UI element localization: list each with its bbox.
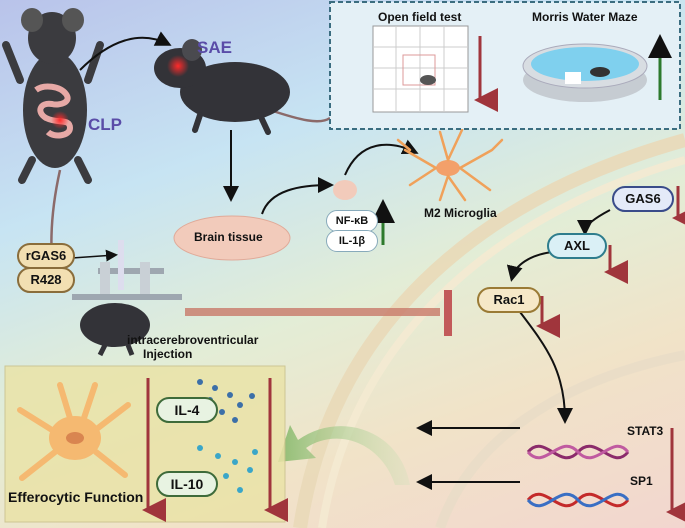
rac1-pill: Rac1: [477, 287, 541, 313]
gas6-pill: GAS6: [612, 186, 674, 212]
arrow-brain-to-microglia: [261, 177, 334, 215]
injection-label-line1: intracerebroventricular: [127, 333, 259, 347]
il4-pill: IL-4: [156, 397, 218, 423]
sp1-dna-icon: [526, 492, 630, 508]
clp-label: CLP: [88, 115, 122, 134]
arrow-axl-to-rac1: [506, 251, 553, 282]
arrow-rac1-to-dna: [519, 311, 573, 424]
sp1-label: SP1: [630, 474, 653, 488]
axl-pill: AXL: [547, 233, 607, 259]
sae-mouse-icon: [154, 39, 331, 135]
clp-mouse-icon: [2, 8, 104, 291]
arrow-gas6-to-axl: [577, 209, 611, 236]
arrow-drug-to-injection: [71, 249, 118, 262]
cell-membrane-inner: [318, 156, 685, 528]
injection-label-line2: Injection: [143, 347, 193, 361]
open-field-arena-icon: [372, 25, 469, 113]
m2-microglia-label: M2 Microglia: [424, 206, 497, 220]
il10-pill: IL-10: [156, 471, 218, 497]
open-field-title: Open field test: [378, 10, 462, 24]
m2-microglia-icon: [396, 128, 504, 202]
arrow-clp-to-sae: [79, 31, 172, 71]
efferocytic-function-label: Efferocytic Function: [8, 489, 144, 505]
efferocyte-icon: [17, 382, 131, 481]
brain-tissue-icon: [173, 215, 291, 261]
nucleus-membrane: [435, 350, 685, 528]
stereotaxic-injection-icon: [72, 240, 182, 357]
il1b-pill: IL-1β: [326, 230, 378, 252]
water-maze-title: Morris Water Maze: [532, 10, 638, 24]
water-maze-icon: [522, 43, 648, 102]
stat3-dna-icon: [526, 444, 630, 460]
stat3-label: STAT3: [627, 424, 664, 438]
r428-pill: R428: [17, 267, 75, 293]
rgas6-pill: rGAS6: [17, 243, 75, 269]
brain-tissue-label: Brain tissue: [194, 230, 263, 244]
sae-label: SAE: [197, 38, 232, 57]
curved-output-arrow: [278, 425, 410, 485]
nfkb-pill: NF-κB: [326, 210, 378, 232]
cell-membrane-outer: [293, 133, 685, 528]
